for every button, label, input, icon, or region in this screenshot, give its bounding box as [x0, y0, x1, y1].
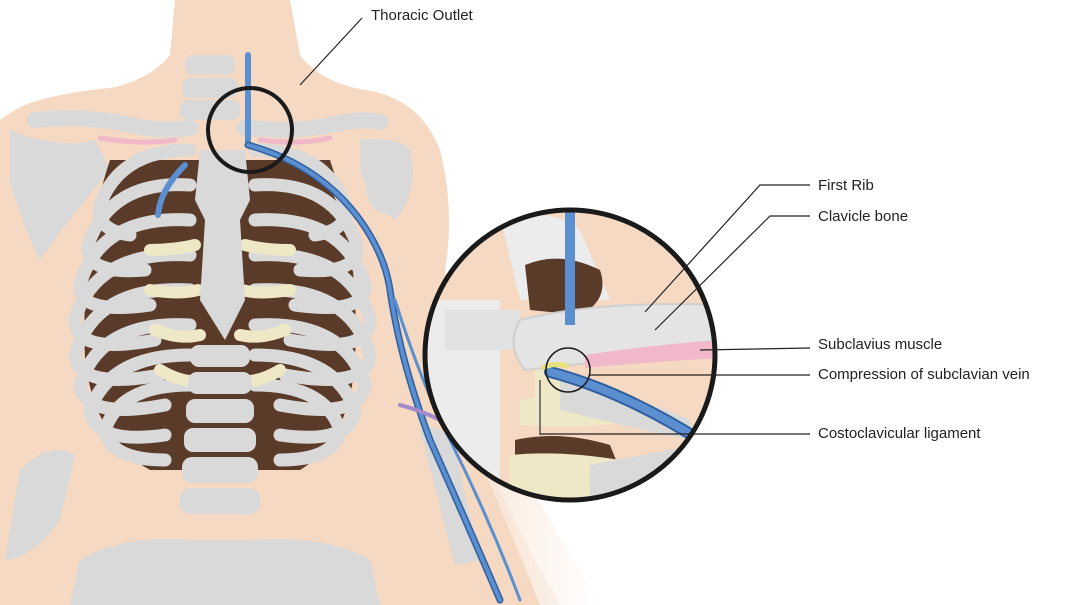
costal-cartilage: [144, 239, 296, 388]
clavicles: [27, 110, 388, 145]
label-thoracic-outlet: Thoracic Outlet: [371, 7, 473, 24]
label-first-rib: First Rib: [818, 177, 874, 194]
label-costoclavicular-ligament: Costoclavicular ligament: [818, 425, 981, 442]
label-clavicle-bone: Clavicle bone: [818, 208, 909, 225]
shoulder-bones: [5, 130, 480, 565]
zoom-inset: [422, 207, 718, 503]
cervical-spine: [180, 55, 240, 120]
thoracic-outlet-circle: [206, 86, 294, 174]
thoracic-spine: [180, 345, 260, 514]
label-subclavius-muscle: Subclavius muscle: [818, 336, 943, 353]
pelvis: [70, 539, 380, 605]
leader-lines: [299, 17, 811, 435]
left-ribs: [68, 143, 197, 467]
sternum: [195, 150, 250, 340]
label-compression-subclavian-vein: Compression of subclavian vein: [818, 366, 1030, 383]
